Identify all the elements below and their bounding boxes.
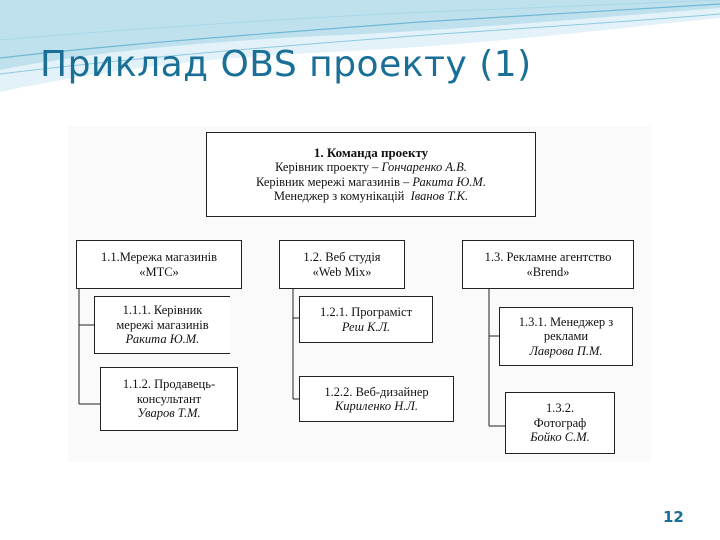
- person-name: Іванов Т.К.: [410, 189, 469, 203]
- group-label: 1.3. Рекламне агентство: [484, 250, 612, 264]
- group-org: «Brend»: [526, 264, 570, 279]
- role-box-photographer: 1.3.2. Фотограф Бойко С.М.: [505, 392, 615, 454]
- person-name: Бойко С.М.: [530, 430, 590, 445]
- role-label: Менеджер з комунікацій: [273, 189, 411, 203]
- role-label: 1.2.2. Веб-дизайнер: [324, 384, 429, 399]
- root-line-comm-manager: Менеджер з комунікацій Іванов Т.К.: [274, 189, 468, 204]
- group-box-web-studio: 1.2. Веб студія «Web Mix»: [279, 240, 405, 289]
- person-name: Уваров Т.М.: [137, 406, 201, 421]
- person-name: Кириленко Н.Л.: [334, 399, 419, 413]
- group-label: 1.1.Мережа магазинів: [100, 250, 218, 264]
- role-label: Керівник мережі магазинів –: [256, 174, 413, 189]
- role-label: 1.1.2. Продавець-: [122, 377, 216, 392]
- person-name: Ракита Ю.М.: [125, 332, 200, 347]
- root-team-box: 1. Команда проекту Керівник проекту – Го…: [206, 132, 536, 217]
- role-box-ad-manager: 1.3.1. Менеджер з реклами Лаврова П.М.: [499, 307, 633, 366]
- group-label: 1.2. Веб студія: [303, 250, 381, 264]
- role-label: мережі магазинів: [116, 317, 209, 332]
- group-box-store-network: 1.1.Мережа магазинів «МТС»: [76, 240, 242, 289]
- root-line-network-head: Керівник мережі магазинів – Ракита Ю.М.: [256, 175, 486, 190]
- slide-title: Приклад OBS проекту (1): [40, 44, 532, 85]
- root-title: 1. Команда проекту: [313, 144, 429, 160]
- role-label: 1.1.1. Керівник: [122, 303, 203, 318]
- group-org: «Web Mix»: [312, 264, 372, 279]
- header-wave-decoration: [0, 0, 720, 92]
- role-label: 1.2.1. Програміст: [319, 305, 413, 319]
- role-box-programmer: 1.2.1. Програміст Реш К.Л.: [299, 296, 433, 343]
- role-label: 1.3.1. Менеджер з: [518, 314, 614, 329]
- role-label: Фотограф: [533, 415, 587, 430]
- root-line-manager: Керівник проекту – Гончаренко А.В.: [275, 160, 467, 175]
- person-name: Реш К.Л.: [341, 319, 391, 334]
- page-number: 12: [663, 508, 684, 526]
- role-label: 1.3.2.: [545, 401, 575, 416]
- role-box-store-manager: 1.1.1. Керівник мережі магазинів Ракита …: [94, 296, 230, 354]
- group-box-ad-agency: 1.3. Рекламне агентство «Brend»: [462, 240, 634, 289]
- role-label: реклами: [543, 329, 589, 344]
- role-box-web-designer: 1.2.2. Веб-дизайнер Кириленко Н.Л.: [299, 376, 454, 422]
- person-name: Гончаренко А.В.: [381, 160, 467, 174]
- person-name: Лаврова П.М.: [529, 343, 603, 358]
- person-name: Ракита Ю.М.: [412, 174, 486, 189]
- group-org: «МТС»: [139, 264, 179, 279]
- role-box-sales-consultant: 1.1.2. Продавець- консультант Уваров Т.М…: [100, 367, 238, 431]
- role-label: Керівник проекту –: [275, 160, 382, 174]
- role-label: консультант: [136, 391, 202, 406]
